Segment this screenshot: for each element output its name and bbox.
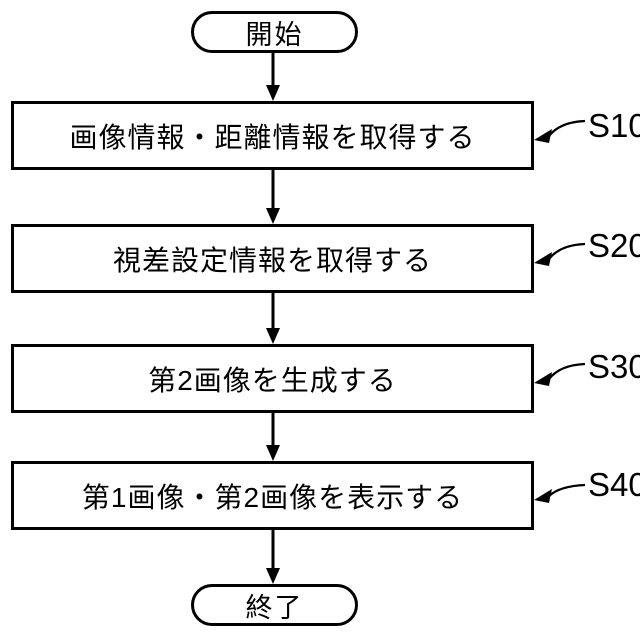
process-step-4: 第1画像・第2画像を表示する	[11, 461, 534, 530]
process-step-1-label: 画像情報・距離情報を取得する	[69, 116, 475, 156]
leader-line	[549, 121, 585, 136]
arrow-start-to-step1	[266, 51, 280, 101]
end-terminal-label: 終了	[246, 586, 304, 625]
process-step-2: 視差設定情報を取得する	[11, 224, 534, 293]
step-tag-s20: S20	[588, 229, 640, 262]
start-terminal: 開始	[191, 11, 358, 53]
leader-s20	[534, 244, 585, 266]
process-step-4-label: 第1画像・第2画像を表示する	[82, 476, 463, 516]
arrowhead-down-icon	[266, 85, 280, 101]
arrowhead-down-icon	[266, 445, 280, 461]
arrowhead-down-icon	[266, 208, 280, 224]
step-tag-s10: S10	[588, 109, 640, 142]
leader-s40	[534, 485, 585, 503]
leader-s30	[534, 364, 585, 386]
leader-line	[549, 485, 585, 496]
leader-arrowhead-icon	[534, 489, 552, 503]
leader-arrowhead-icon	[534, 252, 552, 266]
process-step-1: 画像情報・距離情報を取得する	[11, 101, 534, 170]
leader-line	[549, 364, 585, 379]
end-terminal: 終了	[191, 584, 358, 626]
arrowhead-down-icon	[266, 328, 280, 344]
arrow-step4-to-end	[266, 528, 280, 584]
arrowhead-down-icon	[266, 568, 280, 584]
step-tag-s40: S40	[588, 468, 640, 501]
start-terminal-label: 開始	[246, 13, 304, 52]
process-step-2-label: 視差設定情報を取得する	[113, 239, 432, 279]
process-step-3-label: 第2画像を生成する	[148, 359, 397, 399]
arrow-step2-to-step3	[266, 291, 280, 344]
step-tag-s30: S30	[588, 350, 640, 383]
leader-s10	[534, 121, 585, 143]
leader-arrowhead-icon	[534, 129, 552, 143]
arrow-step3-to-step4	[266, 411, 280, 461]
leader-line	[549, 244, 585, 259]
process-step-3: 第2画像を生成する	[11, 344, 534, 413]
leader-arrowhead-icon	[534, 372, 552, 386]
arrow-step1-to-step2	[266, 168, 280, 224]
